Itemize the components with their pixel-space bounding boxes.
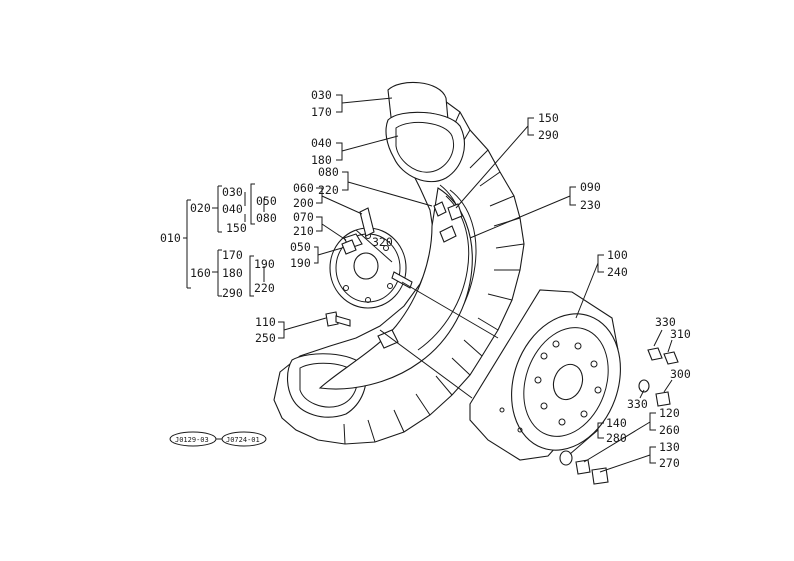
label-070: 070 bbox=[293, 210, 314, 224]
label-160: 160 bbox=[190, 266, 211, 280]
label-250: 250 bbox=[255, 331, 276, 345]
label-170: 170 bbox=[311, 105, 332, 119]
ref-code-left: J0129-03 bbox=[175, 436, 209, 444]
label-090: 090 bbox=[580, 180, 601, 194]
label-270: 270 bbox=[659, 456, 680, 470]
ref-code-right-frame bbox=[221, 431, 267, 447]
reference-codes: J0129-03 J0724-01 bbox=[169, 431, 267, 447]
assembly-tree bbox=[183, 183, 265, 297]
label-100: 100 bbox=[607, 248, 628, 262]
label-080: 080 bbox=[318, 165, 339, 179]
label-290: 290 bbox=[538, 128, 559, 142]
label-060: 060 bbox=[293, 181, 314, 195]
label-150a: 150 bbox=[226, 221, 247, 235]
label-080a: 080 bbox=[256, 211, 277, 225]
label-050: 050 bbox=[290, 240, 311, 254]
label-020: 020 bbox=[190, 201, 211, 215]
label-190: 190 bbox=[290, 256, 311, 270]
label-170a: 170 bbox=[222, 248, 243, 262]
label-200: 200 bbox=[293, 196, 314, 210]
label-180a: 180 bbox=[222, 266, 243, 280]
label-110: 110 bbox=[255, 315, 276, 329]
label-280: 280 bbox=[606, 431, 627, 445]
label-190a: 190 bbox=[254, 257, 275, 271]
label-030a: 030 bbox=[222, 185, 243, 199]
label-300: 300 bbox=[670, 367, 691, 381]
label-210: 210 bbox=[293, 224, 314, 238]
label-140: 140 bbox=[606, 416, 627, 430]
label-220: 220 bbox=[318, 183, 339, 197]
hardware bbox=[325, 201, 679, 485]
label-010: 010 bbox=[160, 231, 181, 245]
label-330b: 330 bbox=[627, 397, 648, 411]
leader-lines bbox=[278, 94, 673, 473]
callout-labels: 010 020 160 030 040 150 050 080 170 180 … bbox=[160, 88, 691, 470]
label-040: 040 bbox=[311, 136, 332, 150]
label-030: 030 bbox=[311, 88, 332, 102]
label-310: 310 bbox=[670, 327, 691, 341]
label-180: 180 bbox=[311, 153, 332, 167]
label-230: 230 bbox=[580, 198, 601, 212]
label-130: 130 bbox=[659, 440, 680, 454]
label-290a: 290 bbox=[222, 286, 243, 300]
label-240: 240 bbox=[607, 265, 628, 279]
inner-tube-top bbox=[385, 81, 465, 183]
center-disc bbox=[469, 289, 621, 461]
label-260: 260 bbox=[659, 423, 680, 437]
label-330a: 330 bbox=[655, 315, 676, 329]
label-150: 150 bbox=[538, 111, 559, 125]
label-050a: 050 bbox=[256, 194, 277, 208]
label-040a: 040 bbox=[222, 202, 243, 216]
label-220a: 220 bbox=[254, 281, 275, 295]
label-320: 320 bbox=[372, 235, 393, 249]
label-120: 120 bbox=[659, 406, 680, 420]
ref-code-right: J0724-01 bbox=[226, 436, 260, 444]
